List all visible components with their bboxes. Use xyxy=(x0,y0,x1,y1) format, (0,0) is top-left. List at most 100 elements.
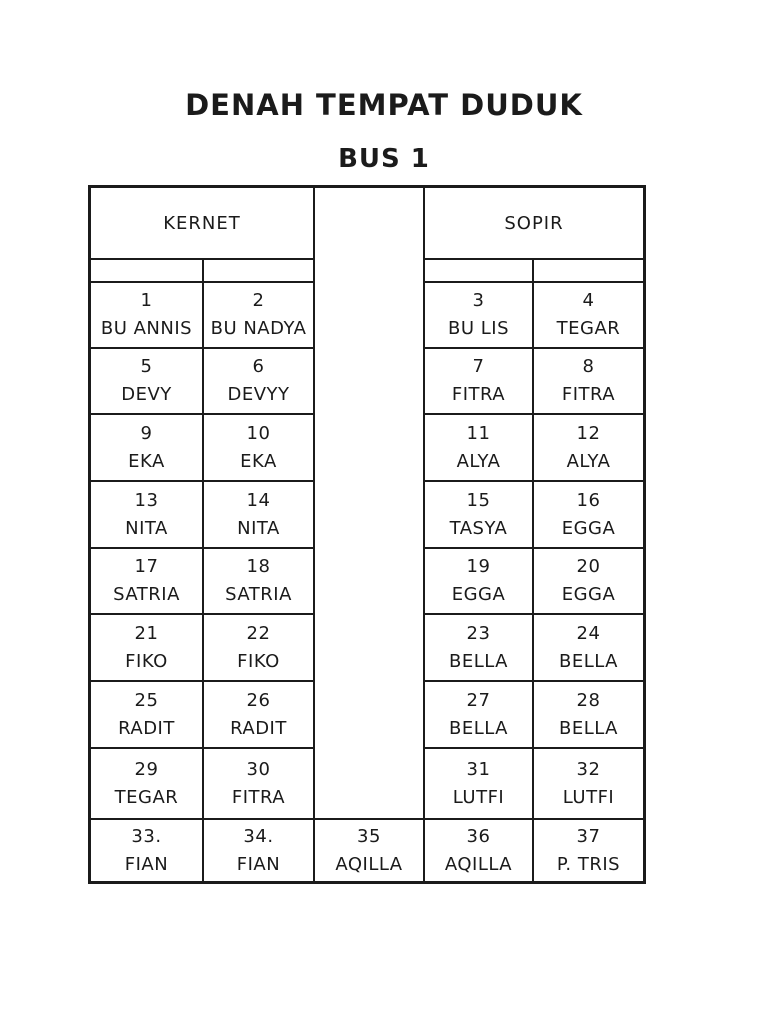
seat-number: 22 xyxy=(246,622,271,644)
seat-name: EGGA xyxy=(451,584,506,605)
seat-name: FITRA xyxy=(231,786,286,808)
seat-name: EGGA xyxy=(561,584,616,605)
seat-name: ALYA xyxy=(566,450,611,472)
seat-name: BELLA xyxy=(558,650,618,672)
seat-name: BU ANNIS xyxy=(100,318,193,339)
seat-name: EKA xyxy=(128,450,165,472)
seat-number: 20 xyxy=(576,556,601,577)
bus-title: BUS 1 xyxy=(338,144,430,174)
spacer-cell xyxy=(91,258,202,281)
seat-name: P. TRIS xyxy=(556,853,621,875)
seat-name: TEGAR xyxy=(556,318,621,339)
kernet-header-cell: KERNET xyxy=(91,188,313,258)
seat-name: DEVY xyxy=(121,384,172,405)
seat-number: 34. xyxy=(243,825,274,847)
seat-name: FIKO xyxy=(125,650,168,672)
seat-name: RADIT xyxy=(230,717,287,739)
seat-name: RADIT xyxy=(118,717,175,739)
seat-number: 24 xyxy=(576,622,601,644)
seat-name: LUTFI xyxy=(452,786,505,808)
seat-name: AQILLA xyxy=(335,853,403,875)
seat-2: 2 BU NADYA xyxy=(202,281,313,347)
seat-name: ALYA xyxy=(456,450,501,472)
seat-number: 13 xyxy=(134,489,159,511)
seat-name: FIAN xyxy=(124,853,169,875)
seat-name: FITRA xyxy=(451,384,506,405)
sopir-header-cell: SOPIR xyxy=(423,188,643,258)
seat-name: EGGA xyxy=(561,517,616,539)
seat-name: SATRIA xyxy=(113,584,180,605)
seat-number: 2 xyxy=(252,290,265,311)
seat-name: SATRIA xyxy=(225,584,292,605)
seat-name: BELLA xyxy=(448,650,508,672)
seat-number: 35 xyxy=(357,825,381,847)
seat-number: 7 xyxy=(472,356,485,377)
seat-number: 9 xyxy=(140,422,153,444)
seat-1: 1 BU ANNIS xyxy=(91,281,202,347)
seat-number: 4 xyxy=(582,290,595,311)
seat-37: 37 P. TRIS xyxy=(532,818,643,881)
seat-name: AQILLA xyxy=(444,853,513,875)
seat-name: DEVYY xyxy=(227,384,290,405)
seat-34: 34. FIAN xyxy=(202,818,313,881)
page-title: DENAH TEMPAT DUDUK xyxy=(185,88,583,122)
seat-number: 17 xyxy=(134,556,159,577)
seat-number: 16 xyxy=(576,489,601,511)
seat-name: BU NADYA xyxy=(210,318,307,339)
spacer-cell xyxy=(532,258,643,281)
seat-number: 36 xyxy=(466,825,491,847)
seat-name: TEGAR xyxy=(114,786,179,808)
seat-name: BU LIS xyxy=(447,318,509,339)
seat-name: LUTFI xyxy=(562,786,615,808)
seat-name: NITA xyxy=(237,517,280,539)
seat-name: EKA xyxy=(240,450,277,472)
seat-name: FIAN xyxy=(236,853,281,875)
seat-number: 6 xyxy=(252,356,265,377)
seat-number: 10 xyxy=(246,422,271,444)
seat-number: 5 xyxy=(140,356,153,377)
spacer-cell xyxy=(202,258,313,281)
seat-name: TASYA xyxy=(449,517,508,539)
aisle-cell xyxy=(313,188,423,818)
seat-number: 21 xyxy=(134,622,159,644)
seat-33: 33. FIAN xyxy=(91,818,202,881)
seat-number: 1 xyxy=(140,290,153,311)
seat-number: 33. xyxy=(131,825,162,847)
seat-name: NITA xyxy=(125,517,168,539)
seat-number: 37 xyxy=(576,825,601,847)
seat-number: 23 xyxy=(466,622,491,644)
seat-number: 31 xyxy=(466,758,491,780)
seat-number: 27 xyxy=(466,689,491,711)
seat-number: 28 xyxy=(576,689,601,711)
seat-number: 25 xyxy=(134,689,159,711)
seat-number: 26 xyxy=(246,689,271,711)
spacer-cell xyxy=(423,258,532,281)
seat-number: 30 xyxy=(246,758,271,780)
